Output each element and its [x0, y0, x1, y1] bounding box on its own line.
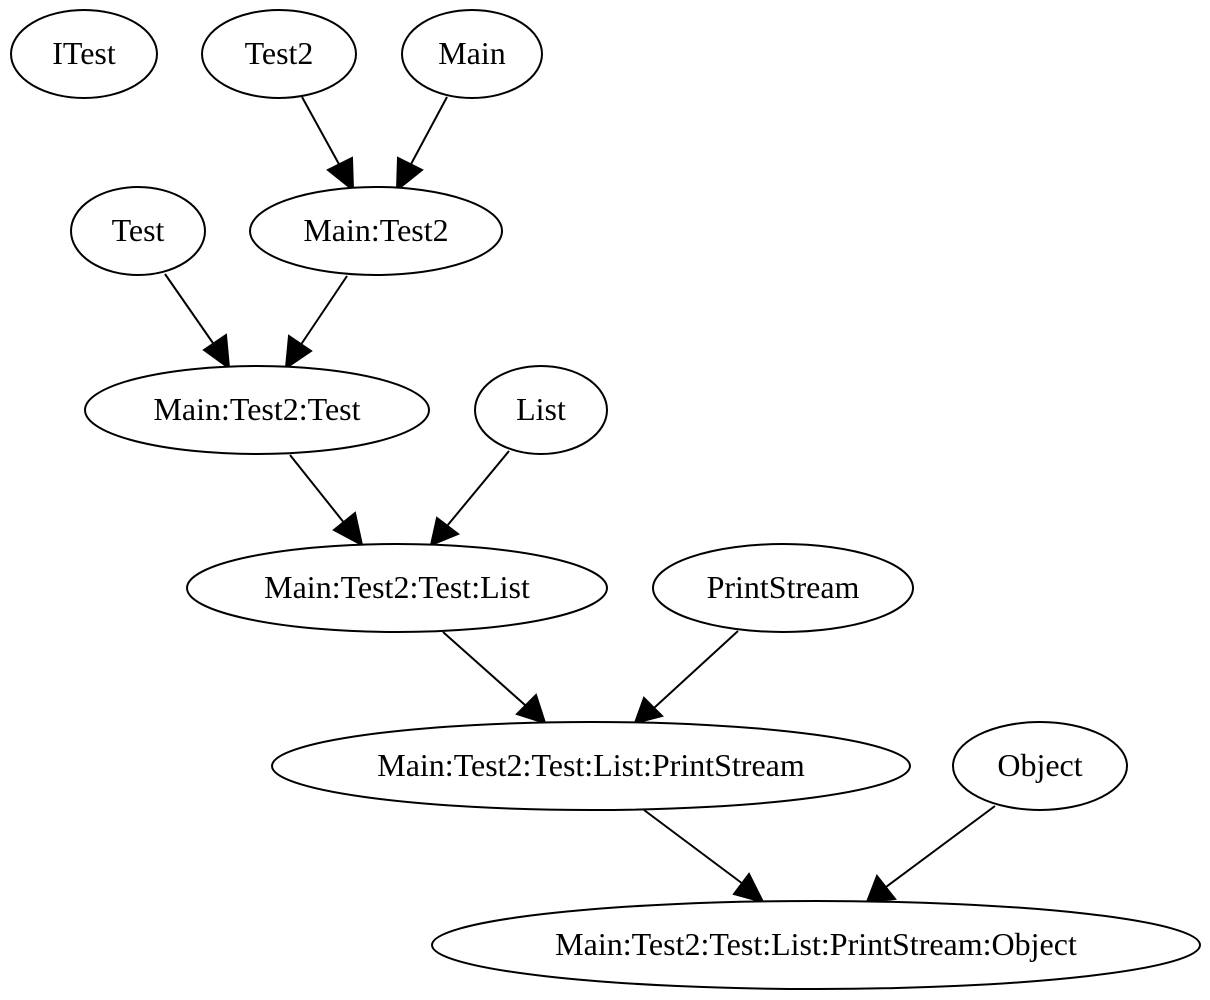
svg-text:ITest: ITest [52, 35, 116, 71]
svg-text:Main:Test2: Main:Test2 [303, 212, 448, 248]
edge-main-test2-to-main-test2-test [284, 275, 348, 371]
svg-text:PrintStream: PrintStream [707, 569, 860, 605]
edge-test-to-main-test2-test [164, 273, 231, 371]
node-object: Object [952, 721, 1128, 811]
svg-text:Test: Test [112, 212, 165, 248]
svg-text:Main:Test2:Test: Main:Test2:Test [153, 391, 360, 427]
edge-printstream-to-printstream-chain [633, 630, 739, 725]
edge-main-to-main-test2 [395, 96, 448, 193]
svg-text:List: List [516, 391, 566, 427]
edge-list-to-main-test2-test-list [429, 450, 510, 547]
nodes: ITest Test2 Main Test Main:Test2 Main:Te… [10, 9, 1201, 990]
node-main: Main [401, 9, 543, 99]
node-test: Test [70, 186, 206, 276]
node-itest: ITest [10, 9, 158, 99]
svg-text:Main:Test2:Test:List: Main:Test2:Test:List [264, 569, 530, 605]
svg-text:Main:Test2:Test:List:PrintStre: Main:Test2:Test:List:PrintStream:Object [555, 926, 1077, 962]
edge-main-test2-test-list-to-printstream-chain [442, 631, 547, 725]
svg-text:Test2: Test2 [245, 35, 314, 71]
edge-main-test2-test-to-main-test2-test-list [289, 454, 364, 547]
node-test2: Test2 [201, 9, 357, 99]
node-printstream: PrintStream [652, 543, 914, 633]
node-main-test2-test-list-printstream-object: Main:Test2:Test:List:PrintStream:Object [431, 900, 1201, 990]
node-main-test2-test-list-printstream: Main:Test2:Test:List:PrintStream [271, 721, 911, 811]
edge-printstream-chain-to-object-chain [643, 809, 765, 904]
node-list: List [474, 365, 608, 455]
edge-test2-to-main-test2 [301, 96, 355, 193]
edges [164, 96, 996, 904]
svg-text:Object: Object [997, 747, 1082, 783]
node-main-test2: Main:Test2 [249, 186, 503, 276]
node-main-test2-test: Main:Test2:Test [84, 365, 430, 455]
edge-object-to-object-chain [865, 805, 996, 904]
svg-text:Main:Test2:Test:List:PrintStre: Main:Test2:Test:List:PrintStream [377, 747, 805, 783]
node-main-test2-test-list: Main:Test2:Test:List [186, 543, 608, 633]
svg-text:Main: Main [438, 35, 506, 71]
